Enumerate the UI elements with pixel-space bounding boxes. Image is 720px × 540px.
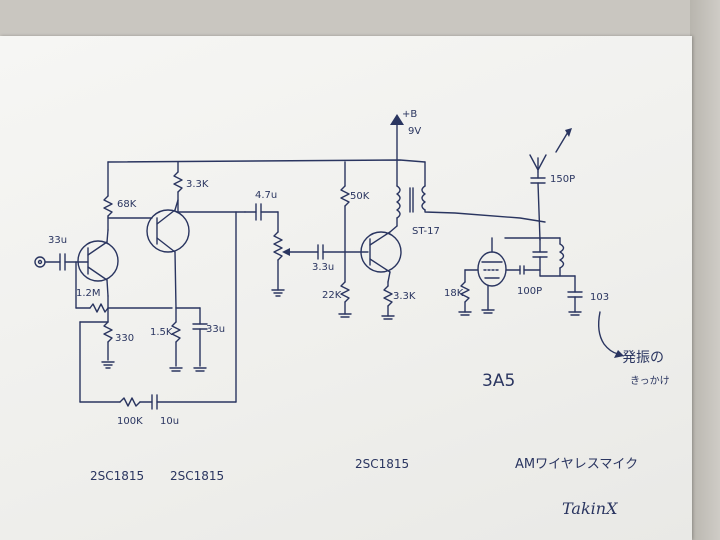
transistor-label-1: 2SC1815: [90, 469, 144, 483]
transistor-q3: [360, 225, 402, 283]
resistor-1-2m: [75, 261, 173, 313]
label-r-50k: 50K: [350, 191, 370, 202]
resistor-1-5k: [171, 307, 208, 367]
label-r-3-3k-top: 3.3K: [186, 179, 209, 190]
label-st17: ST-17: [412, 226, 440, 237]
label-r-3-3k-em: 3.3K: [393, 291, 416, 302]
transistor-q1: [77, 229, 119, 297]
resistor-50k-22k: [338, 161, 352, 318]
label-c-150p: 150P: [550, 174, 575, 185]
desk-background: [690, 0, 720, 540]
transistor-label-3: 2SC1815: [355, 457, 409, 471]
label-c-3-3u: 3.3u: [312, 262, 334, 273]
resistor-3-3k-em: [381, 281, 395, 320]
transistor-q2: [146, 199, 190, 309]
label-c-10u: 10u: [160, 416, 179, 427]
ground-330: [101, 361, 115, 369]
tube-3a5: [458, 237, 541, 316]
oscillation-note-arrow: [597, 311, 619, 355]
label-c-33u-em: 33u: [206, 324, 225, 335]
label-c-100p: 100P: [517, 286, 542, 297]
oscillation-note-line2: きっかけ: [630, 375, 670, 387]
label-r-18k: 18K: [444, 288, 464, 299]
label-r-100k: 100K: [117, 416, 143, 427]
supply-label: +B: [402, 109, 417, 120]
resistor-3-3k-top: [173, 161, 246, 213]
label-r-68k: 68K: [117, 199, 137, 210]
label-c-33u-in: 33u: [48, 235, 67, 246]
resistor-68k: [103, 161, 153, 231]
grounds-q2: [169, 367, 207, 372]
volume-pot: [271, 211, 319, 297]
label-r-22k: 22K: [322, 290, 342, 301]
label-r-1-2m: 1.2M: [76, 288, 101, 299]
supply-rail: [107, 124, 426, 163]
feedback-loop: [79, 211, 237, 410]
tank-circuit: [504, 237, 583, 316]
transformer-st17: [396, 159, 546, 227]
supply-voltage: 9V: [408, 126, 421, 137]
label-c-4-7u: 4.7u: [255, 190, 277, 201]
oscillation-arrow-head: [614, 350, 624, 358]
mic-input: [34, 253, 89, 271]
resistor-330: [103, 295, 113, 361]
tube-label: 3A5: [482, 371, 515, 391]
label-c-103: 103: [590, 292, 609, 303]
label-r-330: 330: [115, 333, 134, 344]
oscillation-note-line1: 発振の: [622, 350, 664, 366]
antenna-arrow: [565, 128, 572, 137]
supply-arrow: [390, 114, 404, 125]
diagram-title: AMワイヤレスマイク: [515, 457, 638, 472]
signature: TakinX: [562, 499, 618, 518]
capacitor-4-7u: [244, 203, 279, 221]
pot-wiper: [282, 248, 290, 256]
label-r-1-5k: 1.5K: [150, 327, 173, 338]
transistor-label-2: 2SC1815: [170, 469, 224, 483]
antenna: [529, 131, 569, 241]
